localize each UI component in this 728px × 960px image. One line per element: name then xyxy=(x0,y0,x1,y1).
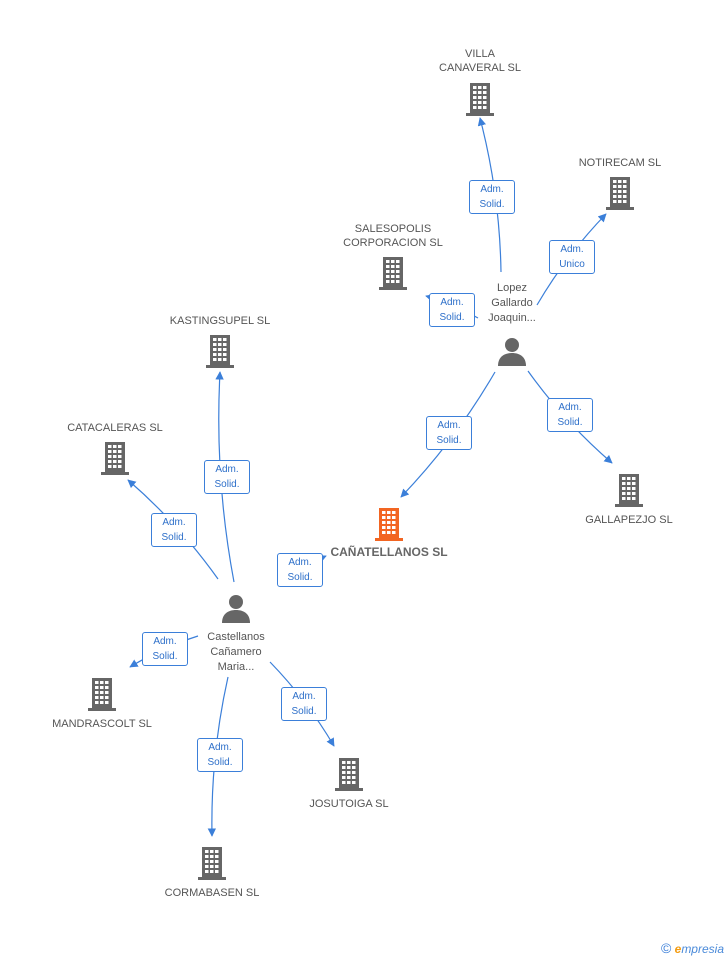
company-label-gallapezjo[interactable]: GALLAPEZJO SL xyxy=(585,513,672,527)
edge-role-label[interactable]: Adm. Solid. xyxy=(547,398,593,432)
edge-role-text: Solid. xyxy=(287,572,313,583)
edge-role-label[interactable]: Adm. Unico xyxy=(549,240,595,274)
node-label-line: CORMABASEN SL xyxy=(164,887,260,899)
edge-role-label[interactable]: Adm. Solid. xyxy=(469,180,515,214)
edge-role-label[interactable]: Adm. Solid. xyxy=(204,460,250,494)
building-icon[interactable] xyxy=(205,334,235,373)
node-label-line: Castellanos xyxy=(207,631,265,643)
node-label-line: Maria... xyxy=(217,661,255,673)
edge-role-label[interactable]: Adm. Solid. xyxy=(281,687,327,721)
edge-role-label[interactable]: Adm. Solid. xyxy=(151,513,197,547)
node-label-line: SALESOPOLIS xyxy=(354,223,432,235)
node-label-line: Lopez xyxy=(497,282,527,294)
node-label-line: Gallardo xyxy=(491,297,533,309)
edge-role-text: Adm. xyxy=(437,420,461,431)
edge-role-label[interactable]: Adm. Solid. xyxy=(426,416,472,450)
company-label-kastingsupel[interactable]: KASTINGSUPEL SL xyxy=(170,314,270,328)
edge-role-text: Adm. xyxy=(480,184,504,195)
edge-role-text: Adm. xyxy=(208,742,232,753)
edge-role-text: Adm. xyxy=(558,402,582,413)
building-icon[interactable] xyxy=(87,677,117,716)
company-label-josutoiga[interactable]: JOSUTOIGA SL xyxy=(309,797,388,811)
edge-role-text: Adm. xyxy=(162,517,186,528)
edge-role-text: Adm. xyxy=(215,464,239,475)
building-icon[interactable] xyxy=(465,82,495,121)
person-icon[interactable] xyxy=(221,594,251,629)
company-label-salesopolis[interactable]: SALESOPOLIS CORPORACION SL xyxy=(343,222,443,250)
edge-role-label[interactable]: Adm. Solid. xyxy=(197,738,243,772)
edge-role-text: Adm. xyxy=(560,244,584,255)
company-label-mandrascolt[interactable]: MANDRASCOLT SL xyxy=(52,717,152,731)
edge-role-text: Adm. xyxy=(153,636,177,647)
edge-role-text: Solid. xyxy=(207,757,233,768)
node-label-line: GALLAPEZJO SL xyxy=(585,514,673,526)
empresia-logo[interactable]: © empresia xyxy=(661,940,724,956)
edge-role-text: Solid. xyxy=(214,479,240,490)
node-label-line: MANDRASCOLT SL xyxy=(52,718,152,730)
node-label-line: CANAVERAL SL xyxy=(439,62,521,74)
edge-role-text: Solid. xyxy=(439,312,465,323)
edge-role-text: Solid. xyxy=(557,417,583,428)
node-label-line: VILLA xyxy=(465,48,495,60)
building-icon[interactable] xyxy=(197,846,227,885)
edge-role-text: Adm. xyxy=(288,557,312,568)
node-label-line: CORPORACION SL xyxy=(343,237,443,249)
copyright-symbol: © xyxy=(660,940,672,956)
edge-role-text: Solid. xyxy=(479,199,505,210)
node-label-line: CATACALERAS SL xyxy=(67,422,163,434)
brand-name: mpresia xyxy=(681,942,724,956)
node-label-line: Joaquin... xyxy=(488,312,536,324)
node-label-line: Cañamero xyxy=(210,646,262,658)
building-icon[interactable] xyxy=(378,256,408,295)
edge-role-text: Adm. xyxy=(440,297,464,308)
company-label-catacaleras[interactable]: CATACALERAS SL xyxy=(67,421,163,435)
node-label-line: NOTIRECAM SL xyxy=(578,157,662,169)
brand-initial: e xyxy=(674,942,682,956)
company-label-cormabasen[interactable]: CORMABASEN SL xyxy=(165,886,260,900)
edge-role-label[interactable]: Adm. Solid. xyxy=(277,553,323,587)
person-icon[interactable] xyxy=(497,337,527,372)
edge-role-label[interactable]: Adm. Solid. xyxy=(429,293,475,327)
edge-role-text: Solid. xyxy=(436,435,462,446)
company-label-villa[interactable]: VILLA CANAVERAL SL xyxy=(439,47,521,75)
node-label-line: KASTINGSUPEL SL xyxy=(169,315,271,327)
edge-role-label[interactable]: Adm. Solid. xyxy=(142,632,188,666)
building-icon[interactable] xyxy=(334,757,364,796)
node-label-line: JOSUTOIGA SL xyxy=(309,798,389,810)
node-label-line: CAÑATELLANOS SL xyxy=(330,545,448,559)
edge-role-text: Solid. xyxy=(161,532,187,543)
building-icon[interactable] xyxy=(605,176,635,215)
edge-role-text: Solid. xyxy=(291,706,317,717)
edge-role-text: Solid. xyxy=(152,651,178,662)
company-label-notirecam[interactable]: NOTIRECAM SL xyxy=(579,156,662,170)
building-icon[interactable] xyxy=(374,507,404,546)
company-label-canatellanos[interactable]: CAÑATELLANOS SL xyxy=(330,545,447,559)
building-icon[interactable] xyxy=(100,441,130,480)
building-icon[interactable] xyxy=(614,473,644,512)
edge-role-text: Unico xyxy=(559,259,585,270)
edge-role-text: Adm. xyxy=(292,691,316,702)
